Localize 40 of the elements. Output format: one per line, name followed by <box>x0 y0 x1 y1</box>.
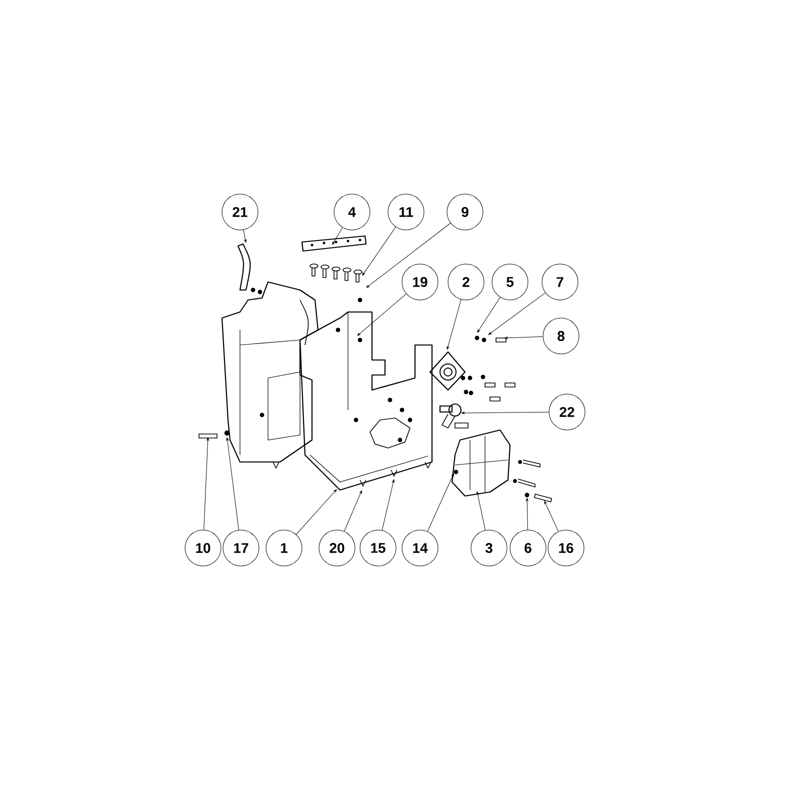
leader-line <box>366 222 451 288</box>
leader-line <box>332 227 343 245</box>
callout-number: 10 <box>184 530 222 566</box>
washer <box>524 492 530 498</box>
callout-number: 16 <box>548 530 584 566</box>
callout-number: 21 <box>222 194 258 230</box>
leader-line <box>446 299 462 350</box>
leader-line <box>504 336 544 340</box>
callout-number: 5 <box>492 264 528 300</box>
leader-line <box>526 498 528 530</box>
leader-line <box>476 491 486 530</box>
leader-line <box>296 489 337 535</box>
leader-line <box>204 437 210 530</box>
leader-line <box>477 297 500 333</box>
callout-number: 7 <box>542 264 578 300</box>
callout-number: 3 <box>470 530 508 566</box>
callout-number: 14 <box>402 530 438 566</box>
leader-line <box>344 490 362 532</box>
leader-line <box>382 479 394 530</box>
leader-line <box>544 500 559 532</box>
callout-number: 2 <box>448 264 484 300</box>
callout-number: 4 <box>334 194 370 230</box>
callout-number: 8 <box>542 318 580 354</box>
pin <box>534 494 552 502</box>
callout-number: 11 <box>388 194 424 230</box>
leader-line <box>243 230 247 243</box>
callout-number: 6 <box>510 530 546 566</box>
callout-number: 17 <box>222 530 260 566</box>
leader-line <box>461 412 549 414</box>
leader-line <box>362 226 396 276</box>
leader-line <box>427 473 454 532</box>
callout-number: 15 <box>360 530 396 566</box>
callout-number: 19 <box>402 264 438 300</box>
callout-number: 9 <box>446 194 484 230</box>
callout-number: 1 <box>266 530 302 566</box>
callout-number: 20 <box>318 530 356 566</box>
callout-number: 22 <box>548 394 586 430</box>
leader-line <box>488 292 546 335</box>
leader-line <box>226 437 239 530</box>
leader-line <box>357 294 406 336</box>
